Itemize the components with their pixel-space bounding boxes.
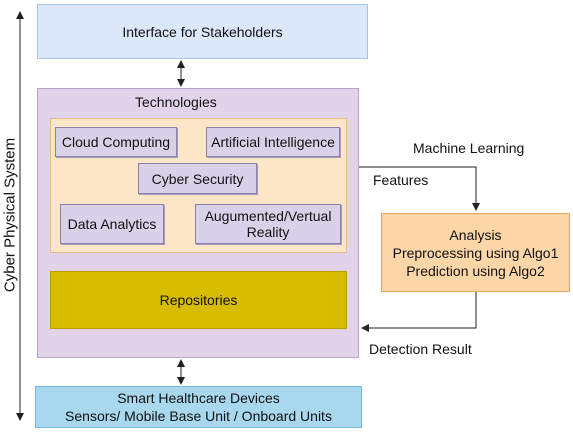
cyber-security-box: Cyber Security: [138, 163, 257, 194]
detection-result-arrow: [361, 292, 477, 332]
analysis-title: Analysis: [449, 226, 502, 243]
analysis-box: Analysis Preprocessing using Algo1 Predi…: [381, 213, 570, 292]
cyber-security-label: Cyber Security: [151, 170, 244, 187]
technologies-title: Technologies: [135, 94, 217, 110]
data-analytics-box: Data Analytics: [60, 204, 164, 244]
analysis-line2: Prediction using Algo2: [406, 262, 545, 279]
devices-line1: Smart Healthcare Devices: [117, 390, 280, 406]
augmented-reality-box: Augumented/Vertual Reality: [195, 204, 341, 244]
analysis-line1: Preprocessing using Algo1: [392, 244, 559, 261]
machine-learning-label: Machine Learning: [413, 140, 525, 156]
cloud-computing-box: Cloud Computing: [55, 127, 177, 157]
data-analytics-label: Data Analytics: [67, 216, 157, 232]
augmented-reality-label: Augumented/Vertual Reality: [204, 208, 332, 240]
repositories-box: Repositories: [50, 271, 347, 329]
detection-result-label: Detection Result: [369, 341, 472, 357]
artificial-intelligence-box: Artificial Intelligence: [206, 127, 340, 157]
cyber-physical-system-label: Cyber Physical System: [1, 137, 19, 293]
repositories-label: Repositories: [159, 292, 238, 308]
devices-line2: Sensors/ Mobile Base Unit / Onboard Unit…: [65, 408, 332, 424]
stakeholders-interface-box: Interface for Stakeholders: [37, 4, 368, 59]
features-arrow: [359, 166, 480, 211]
cloud-computing-label: Cloud Computing: [61, 134, 171, 150]
stakeholders-label: Interface for Stakeholders: [122, 23, 283, 40]
features-label: Features: [373, 172, 429, 188]
artificial-intelligence-label: Artificial Intelligence: [211, 134, 335, 150]
smart-healthcare-devices-box: Smart Healthcare Devices Sensors/ Mobile…: [35, 386, 362, 428]
